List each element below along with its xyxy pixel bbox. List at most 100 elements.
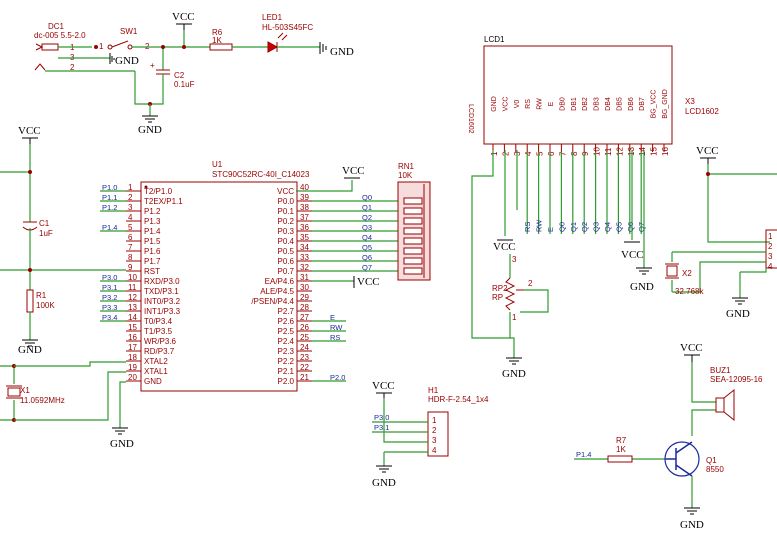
- rtc-pin-2: 2: [768, 242, 773, 251]
- u1-pin-name: P1.7: [144, 257, 161, 266]
- r6-ref: R6: [212, 28, 223, 37]
- buz1-ref: BUZ1: [710, 366, 731, 375]
- rtc-vcc-wires: [707, 164, 777, 243]
- u1-net-label: Q2: [362, 213, 372, 222]
- lcd1-pin-name: BG_GND: [662, 89, 669, 119]
- junction: [28, 170, 32, 174]
- lcd1-pin-number: 5: [536, 151, 545, 156]
- u1-pin-number: 40: [300, 183, 309, 192]
- u1-pin-number: 31: [300, 273, 309, 282]
- vcc-reset-label: VCC: [18, 125, 41, 137]
- rtc-gnd-symbol: [732, 297, 748, 305]
- u1-net-label: P3.3: [102, 303, 117, 312]
- lcd1-net-label: Q3: [592, 222, 601, 232]
- u1-net-label: P2.0: [330, 373, 345, 382]
- u1-net-label: Q4: [362, 233, 372, 242]
- rp2-pin-3: 3: [512, 255, 517, 264]
- r1-body: [26, 289, 34, 313]
- capacitor-c2: + C2 0.1uF GND: [138, 47, 195, 136]
- c1-value: 1uF: [39, 229, 53, 238]
- lcd1-ref: LCD1: [484, 35, 505, 44]
- junction: [182, 45, 186, 49]
- x1-plates: [6, 385, 22, 399]
- h1-pin-3: 3: [432, 436, 437, 445]
- h1-pin-1: 1: [432, 416, 437, 425]
- sw1-pin-1: 1: [99, 42, 104, 51]
- h1-ref: H1: [428, 386, 439, 395]
- u1-net-label: P1.0: [102, 183, 117, 192]
- sw1-contact-b: [127, 44, 133, 50]
- rp2-pin-2: 2: [528, 279, 533, 288]
- lcd1-net-label: Q4: [603, 222, 612, 232]
- q1-symbol: [666, 441, 693, 477]
- u1-pin-number: 16: [128, 333, 137, 342]
- u1-pin-name: WR/P3.6: [144, 337, 177, 346]
- rtc-pin-3: 3: [768, 252, 773, 261]
- u1-pin-number: 14: [128, 313, 137, 322]
- crystal-x1: X1 11.0592MHz: [0, 361, 126, 422]
- u1-net-label: P3.0: [102, 273, 117, 282]
- u1-pin-number: 37: [300, 213, 309, 222]
- rp2-ref: RP2: [492, 284, 508, 293]
- u1-pin-name: P0.6: [278, 257, 295, 266]
- u1-pin1-marker: [144, 185, 148, 189]
- x2-body: [666, 265, 678, 277]
- lcd1-net-label: Q1: [569, 222, 578, 232]
- vcc-top: VCC: [172, 11, 195, 49]
- u1-pin-name: VCC: [277, 187, 294, 196]
- potentiometer-rp2: 3 2 1 RP2 RP: [492, 254, 549, 338]
- lcd1-pins: GND1VCC2V03RS4RSRW5RWE6EDB07Q0DB18Q1DB29…: [490, 89, 670, 234]
- rn1-resistor: [403, 207, 423, 215]
- rn1-elements: [403, 197, 423, 275]
- u1-net-label: P1.4: [102, 223, 117, 232]
- lcd1-pin-name: DB1: [571, 97, 578, 111]
- u1-net-label: Q3: [362, 223, 372, 232]
- resistor-network-rn1: RN1 10K: [397, 162, 431, 281]
- dc1-value: dc-005 5.5-2.0: [34, 31, 86, 40]
- lcd1-pin-number: 8: [570, 151, 579, 156]
- rn1-resistor: [403, 267, 423, 275]
- c1-ref: C1: [39, 219, 50, 228]
- u1-pin-name: GND: [144, 377, 162, 386]
- u1-pin-number: 11: [128, 283, 137, 292]
- u1-net-label: Q7: [362, 263, 372, 272]
- lcd1-pin-number: 10: [593, 147, 602, 156]
- r1-ref: R1: [36, 291, 47, 300]
- rtc-vcc-bar: [700, 157, 716, 164]
- u1-ref: U1: [212, 160, 223, 169]
- u1-pin-number: 35: [300, 233, 309, 242]
- r1-gnd-label: GND: [18, 344, 42, 356]
- u1-pin-number: 24: [300, 343, 309, 352]
- u1-pin-name: XTAL2: [144, 357, 168, 366]
- u1-pin-number: 22: [300, 363, 309, 372]
- rn1-resistor: [403, 257, 423, 265]
- u1-pin-name: /PSEN/P4.4: [251, 297, 294, 306]
- u1-pin-name: P0.5: [278, 247, 295, 256]
- u1-pin-name: RST: [144, 267, 160, 276]
- buz-vcc-bar: [684, 354, 700, 362]
- lcd1-pin-name: DB2: [582, 97, 589, 111]
- u1-pin-number: 8: [128, 253, 133, 262]
- led-gnd-symbol: [319, 42, 327, 54]
- lcd1-net-label: Q0: [557, 222, 566, 232]
- c2-plus: +: [150, 61, 155, 70]
- mcu-vcc-wire: [296, 180, 353, 192]
- u1-pin-name: P1.6: [144, 247, 161, 256]
- r1-value: 100K: [36, 301, 55, 310]
- h1-vcc-bar: [376, 392, 392, 398]
- u1-pin-number: 13: [128, 303, 137, 312]
- vcc-label: VCC: [172, 11, 195, 23]
- lcd-bg-wires: [631, 150, 645, 268]
- u1-pin-name: P2.7: [278, 307, 295, 316]
- bg-gnd-symbol: [636, 267, 652, 275]
- q1-ref: Q1: [706, 456, 717, 465]
- u1-pin-name: RXD/P3.0: [144, 277, 180, 286]
- u1-pin-name: INT0/P3.2: [144, 297, 181, 306]
- u1-pin-name: RD/P3.7: [144, 347, 175, 356]
- h1-pin-4: 4: [432, 446, 437, 455]
- u1-net-label: P3.4: [102, 313, 117, 322]
- junction: [161, 45, 165, 49]
- rn1-resistor: [403, 217, 423, 225]
- u1-pin-number: 15: [128, 323, 137, 332]
